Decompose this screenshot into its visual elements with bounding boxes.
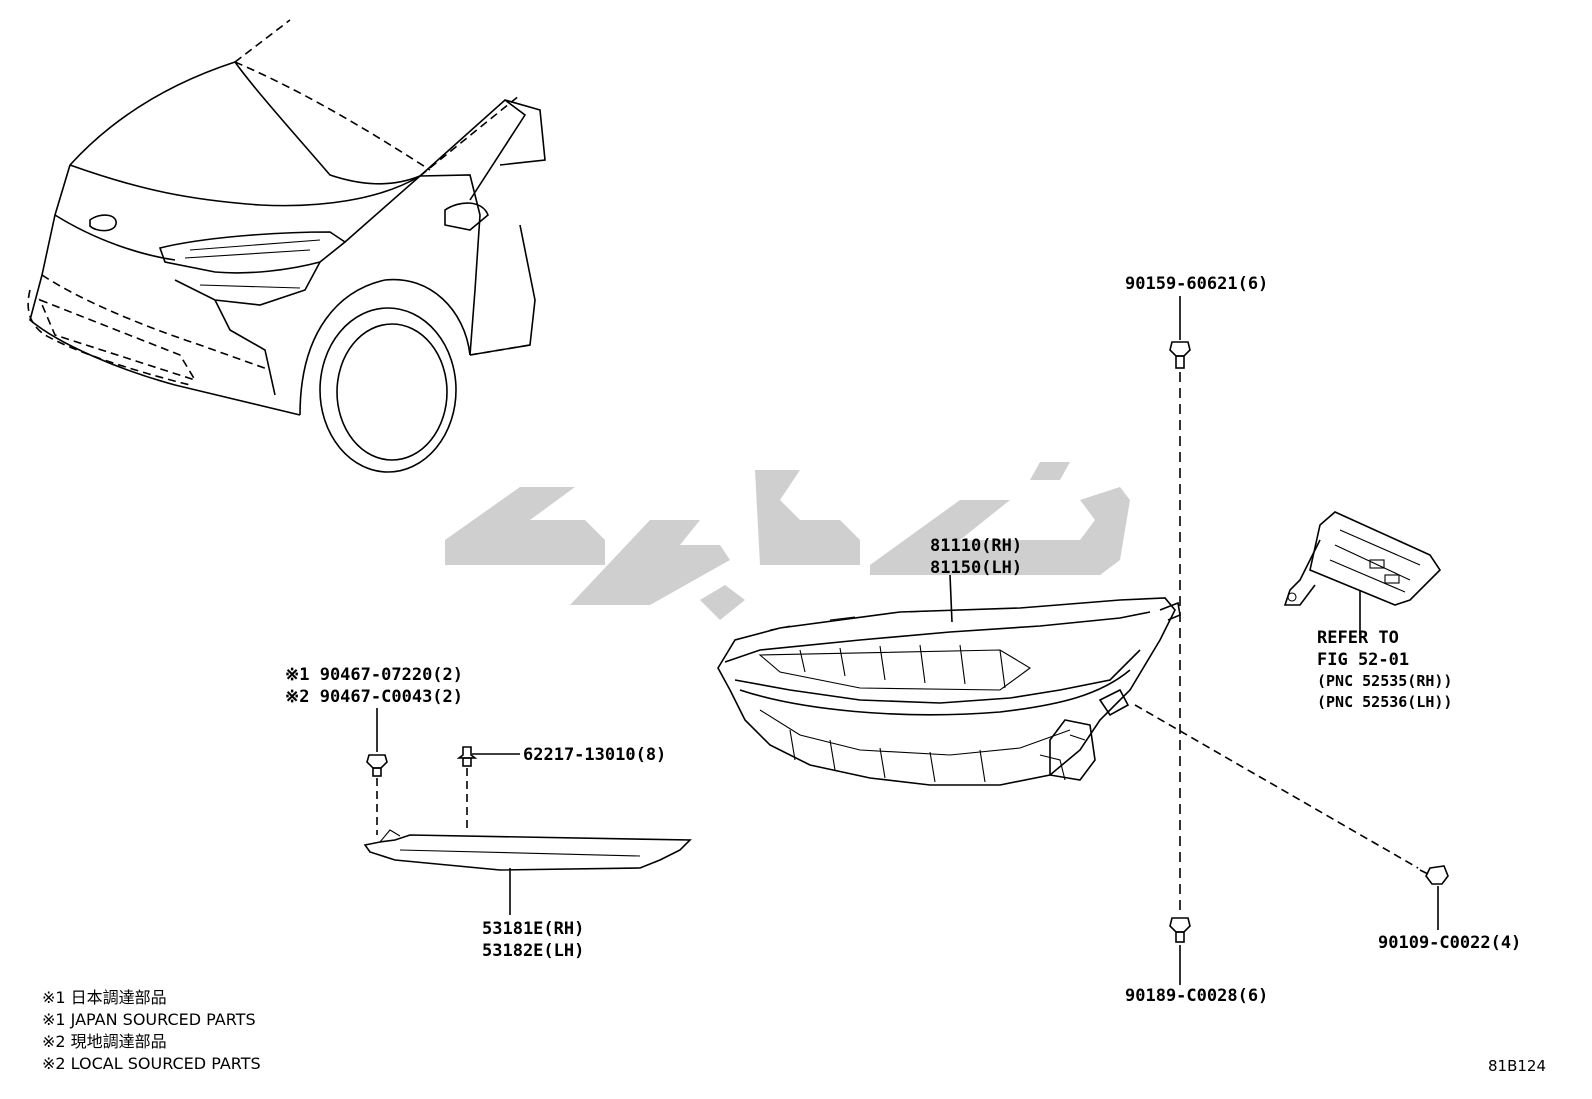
vehicle-front-illustration [27,19,546,473]
callout-headlamp-rh: 81110(RH) [930,536,1022,556]
callout-bolt-top: 90159-60621(6) [1125,274,1268,294]
bolt-top-icon [1169,341,1191,369]
cover-illustration [363,829,692,871]
callout-clip-1: ※1 90467-07220(2) [285,665,463,685]
callout-clip-2: ※2 90467-C0043(2) [285,687,463,707]
note-2: ※1 JAPAN SOURCED PARTS [42,1010,256,1029]
callout-headlamp-lh: 81150(LH) [930,558,1022,578]
refer-line-3: (PNC 52535(RH)) [1317,672,1452,690]
refer-line-1: REFER TO [1317,628,1399,648]
screw-icon [1419,865,1449,885]
callout-cover-lh: 53182E(LH) [482,941,584,961]
note-4: ※2 LOCAL SOURCED PARTS [42,1054,261,1073]
clip-icon [366,754,388,777]
watermark-logo [445,462,1130,620]
pin-icon [456,746,478,767]
refer-line-2: FIG 52-01 [1317,650,1409,670]
bracket-illustration [1283,511,1442,606]
headlamp-assembly [717,597,1181,786]
figure-code: 81B124 [1488,1057,1546,1075]
bolt-bottom-icon [1169,917,1191,943]
callout-pin: 62217-13010(8) [523,745,666,765]
note-3: ※2 現地調達部品 [42,1032,167,1051]
callout-bolt-bottom: 90189-C0028(6) [1125,986,1268,1006]
note-1: ※1 日本調達部品 [42,988,167,1007]
callout-cover-rh: 53181E(RH) [482,919,584,939]
refer-line-4: (PNC 52536(LH)) [1317,693,1452,711]
callout-screw: 90109-C0022(4) [1378,933,1521,953]
